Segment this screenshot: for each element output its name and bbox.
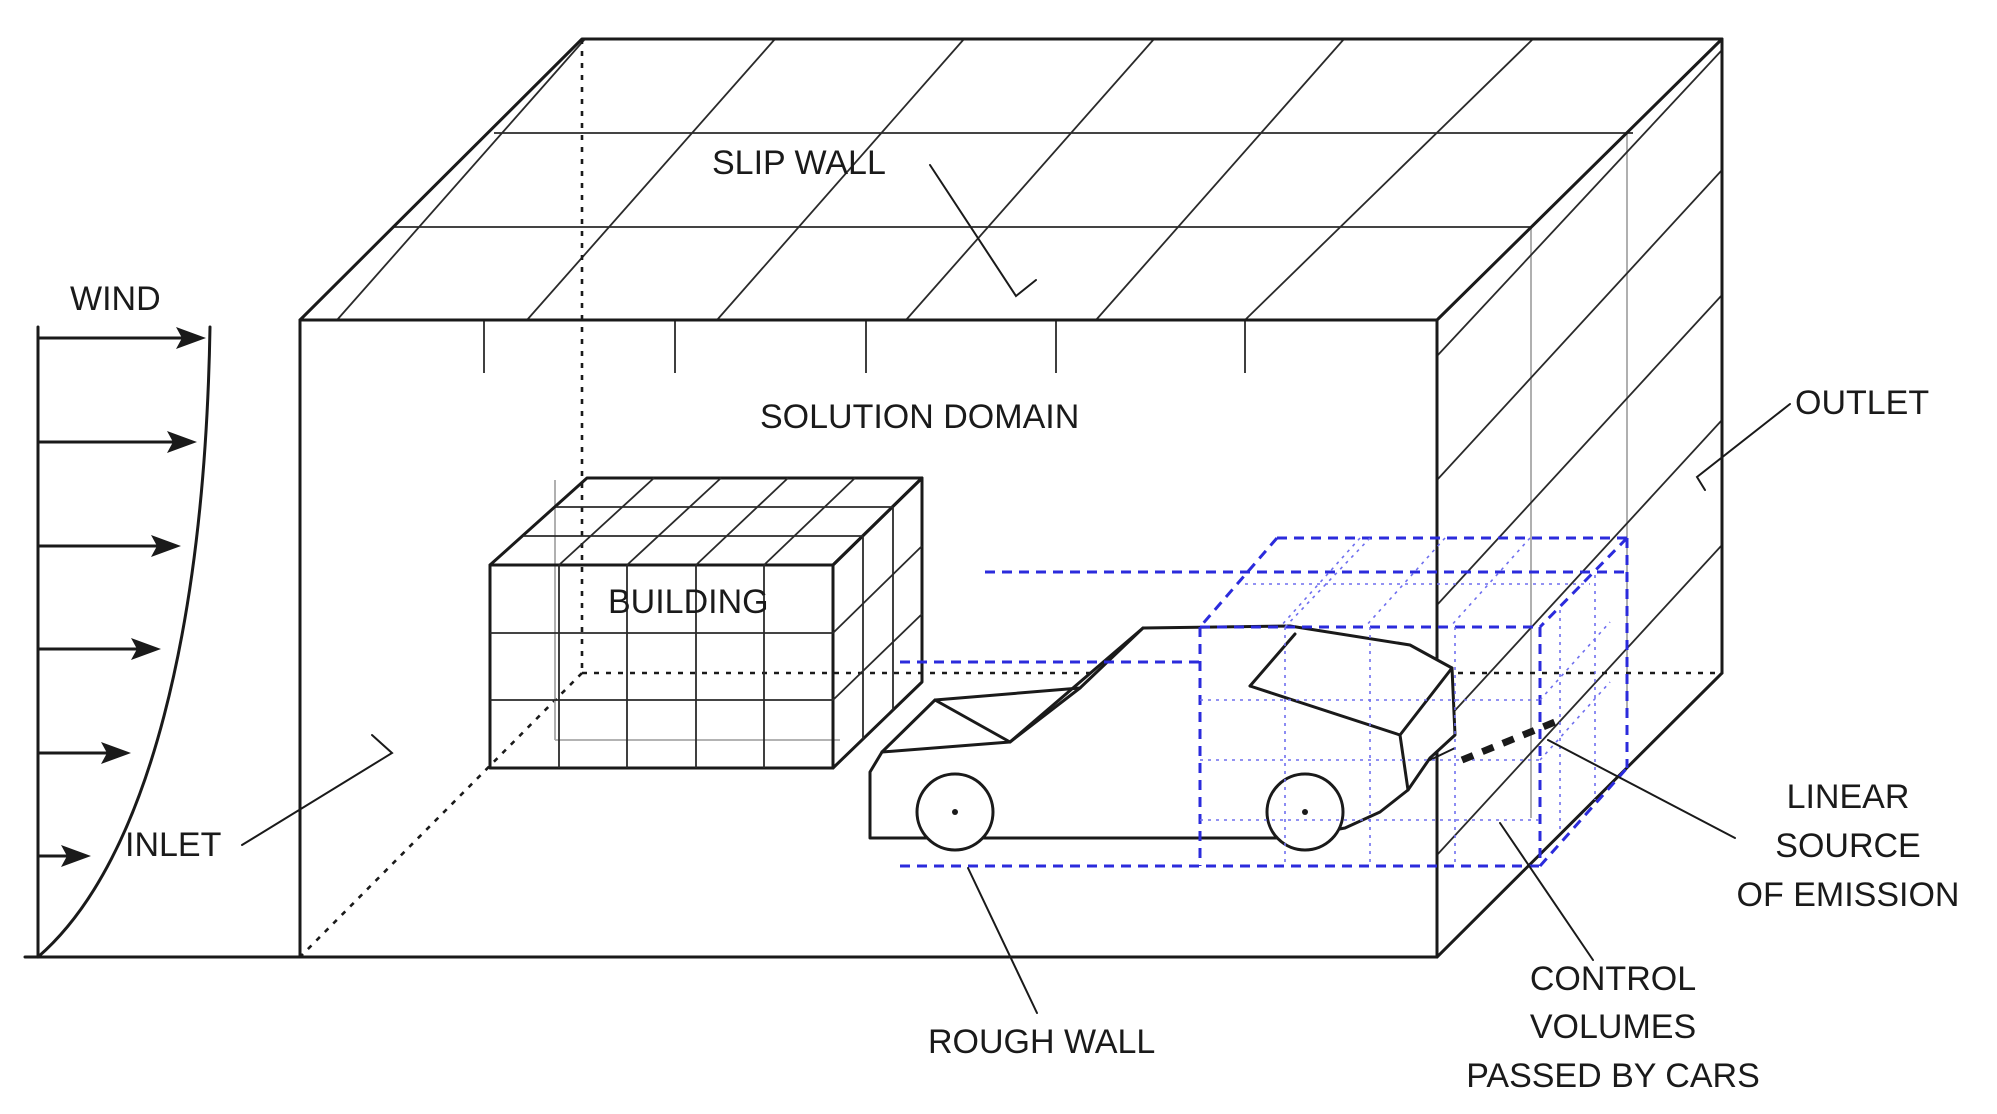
slip-wall-leader [929, 164, 1037, 298]
building [488, 476, 924, 770]
leader-lines [241, 164, 1791, 1014]
domain-top-grid [336, 38, 1633, 321]
control-volumes-front [900, 537, 1629, 868]
labels: WIND SLIP WALL SOLUTION DOMAIN OUTLET BU… [70, 144, 1959, 1095]
linear-source-label-1: LINEAR [1787, 778, 1910, 816]
slip-wall-label: SLIP WALL [712, 144, 886, 182]
control-volumes-back [985, 536, 1629, 830]
wind-arrow [36, 845, 91, 867]
linear-source-label-3: OF EMISSION [1737, 876, 1960, 914]
wind-profile [36, 325, 212, 959]
outlet-leader [1695, 403, 1791, 491]
control-volumes-leader [1499, 822, 1594, 961]
domain-box-outline [23, 37, 1724, 959]
domain-front-ticks [483, 320, 1246, 373]
wind-arrow [36, 638, 161, 660]
wind-arrow [36, 535, 181, 557]
wind-label: WIND [70, 280, 161, 318]
linear-source-label-2: SOURCE [1775, 827, 1920, 865]
domain-hidden-edges [299, 39, 1722, 958]
inlet-leader [241, 734, 394, 846]
rough-wall-label: ROUGH WALL [928, 1023, 1155, 1061]
linear-source-leader [1547, 739, 1736, 839]
emission-source-line [1460, 718, 1557, 764]
inlet-label: INLET [125, 826, 221, 864]
wind-arrow [36, 431, 197, 453]
outlet-label: OUTLET [1795, 384, 1929, 422]
control-volumes-label-2: VOLUMES [1530, 1008, 1696, 1046]
control-volumes-label-1: CONTROL [1530, 960, 1696, 998]
solution-domain-label: SOLUTION DOMAIN [760, 398, 1079, 436]
wind-arrow [36, 742, 131, 764]
outlet-side-grid [1436, 49, 1723, 856]
building-label: BUILDING [608, 583, 769, 621]
rough-wall-leader [967, 867, 1038, 1014]
control-volumes-label-3: PASSED BY CARS [1466, 1057, 1760, 1095]
wind-arrow [36, 327, 206, 349]
car [868, 624, 1457, 852]
